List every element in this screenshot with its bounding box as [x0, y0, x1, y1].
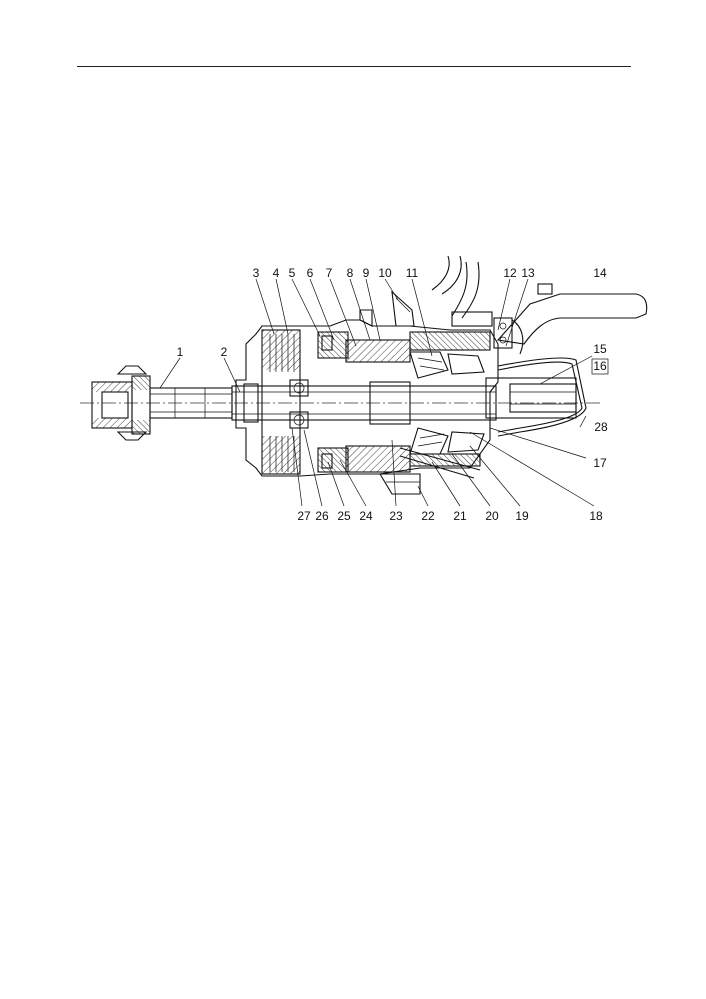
part-number-labels: 1 2 3 4 5 6 7 8 9 10 11 12 13 14 15 16 1… [177, 266, 608, 523]
part-label: 15 [593, 342, 607, 356]
part-label: 17 [593, 456, 607, 470]
part-label: 14 [593, 266, 607, 280]
main-shaft [231, 381, 497, 425]
label-box [591, 358, 609, 375]
part-label: 22 [421, 509, 435, 523]
part-label: 23 [389, 509, 403, 523]
part-label: 16 [593, 359, 607, 373]
part-label: 8 [347, 266, 354, 280]
part-label: 25 [337, 509, 351, 523]
lever-arm [493, 283, 648, 355]
part-label: 24 [359, 509, 373, 523]
part-label: 13 [521, 266, 535, 280]
part-label: 27 [297, 509, 311, 523]
hydraulic-pipes [431, 255, 493, 327]
part-label: 2 [221, 345, 228, 359]
part-label: 28 [594, 420, 608, 434]
part-label: 3 [253, 266, 260, 280]
main-housing [235, 290, 499, 495]
part-label: 5 [289, 266, 296, 280]
part-label: 9 [363, 266, 370, 280]
leader-lines [159, 278, 595, 507]
output-shaft-guard [485, 357, 587, 437]
part-label: 18 [589, 509, 603, 523]
part-label: 1 [177, 345, 184, 359]
part-label: 4 [273, 266, 280, 280]
part-label: 19 [515, 509, 529, 523]
part-label: 21 [453, 509, 467, 523]
part-label: 10 [378, 266, 392, 280]
part-label: 12 [503, 266, 517, 280]
part-label: 20 [485, 509, 499, 523]
part-label: 11 [406, 266, 419, 280]
part-label: 7 [326, 266, 333, 280]
part-label: 6 [307, 266, 314, 280]
header-rule [77, 66, 631, 67]
part-label: 26 [315, 509, 329, 523]
